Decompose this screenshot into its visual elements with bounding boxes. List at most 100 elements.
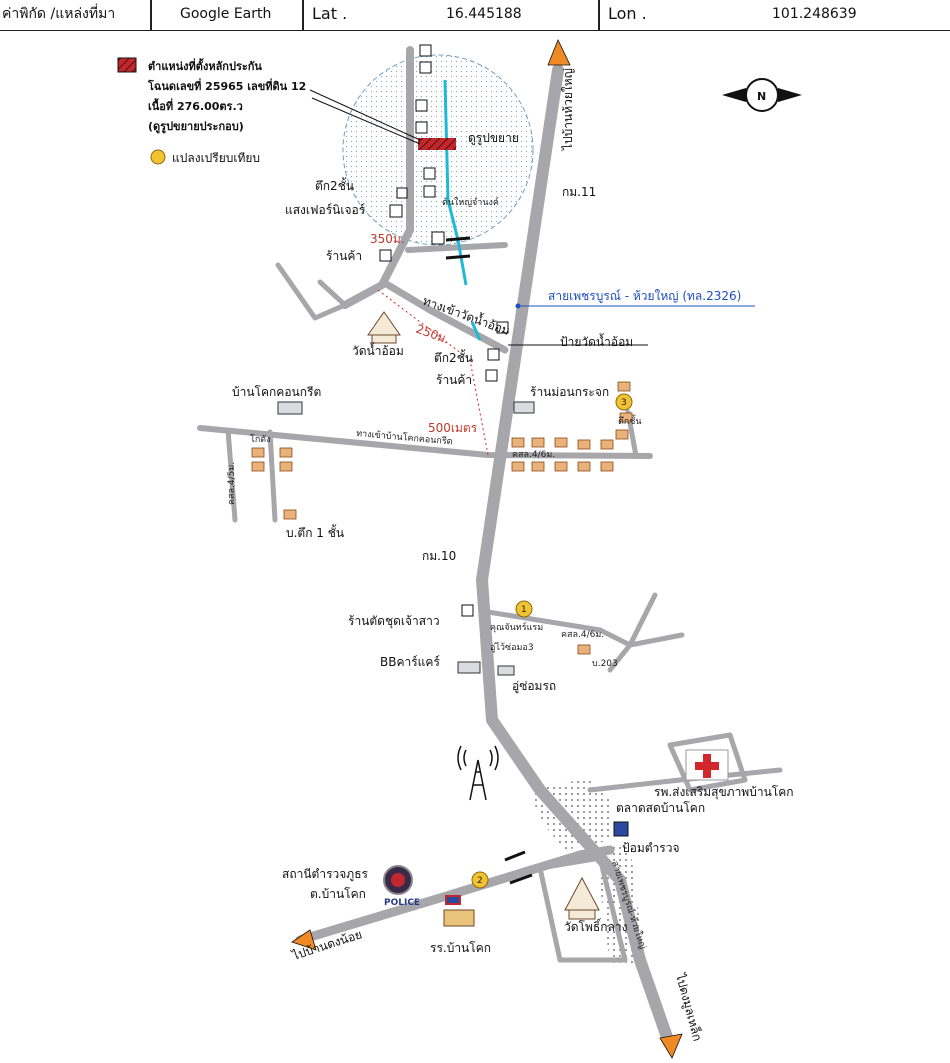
car-repair-label: อู่ซ่อมรถ [512, 679, 556, 694]
bldg-2-label: ตึก2ชั้น [434, 349, 473, 365]
route-label: สายเพชรบูรณ์ - ห้วยใหญ่ (ทล.2326) [548, 289, 741, 304]
red-cross-icon [695, 754, 719, 778]
lane-branch-b [607, 642, 633, 673]
bldg-small-label: ตึกชั้น [618, 414, 642, 427]
khok-storage-label: โกดัง [250, 434, 271, 445]
lane-marker-1 [485, 609, 685, 648]
coord-source-label: ค่าพิกัด /แหล่งที่มา [2, 6, 116, 22]
dist-350-label: 350ม. [370, 232, 405, 246]
legend-marker-swatch [150, 149, 166, 165]
marker-2-label: 2 [477, 876, 483, 886]
bldg-1floor-label: บ.ตึก 1 ชั้น [286, 524, 344, 540]
comparison-markers [471, 393, 633, 889]
header-divider [302, 0, 304, 30]
legend-line-2: โฉนดเลขที่ 25965 เลขที่ดิน 12 [147, 78, 306, 93]
police-word-label: POLICE [384, 898, 420, 908]
bridge-road [405, 242, 508, 253]
hospital-road [587, 767, 783, 793]
km11-label: กม.11 [562, 185, 596, 199]
km10-label: กม.10 [422, 549, 456, 563]
hospital-box [667, 732, 748, 793]
legend-subject-swatch [117, 57, 137, 73]
bridal-shop-label: ร้านตัดชุดเจ้าสาว [348, 614, 440, 629]
road-dong-noi [295, 845, 615, 945]
police-badge-inner [391, 873, 405, 887]
marker-3 [615, 393, 633, 411]
house-icons [251, 381, 633, 655]
distance-line [377, 289, 489, 456]
b203-label: บ.203 [592, 659, 618, 669]
furniture-label: แสงเฟอร์นิเจอร์ [285, 203, 366, 217]
building-2floor-label: ตึก2ชั้น [315, 177, 354, 193]
radio-tower-icon [457, 745, 499, 801]
school-label: รร.บ้านโคก [430, 941, 491, 955]
legend-leader-line [309, 89, 421, 145]
dist-250-label: 250ม. [414, 322, 451, 347]
lon-value: 101.248639 [772, 6, 857, 22]
car-repair-icon [497, 665, 515, 676]
marker-2 [471, 871, 489, 889]
lon-label: Lon . [608, 4, 647, 23]
side-road-a [275, 262, 348, 321]
big-tree-label: ต้นใหญ่จำนงค์ [442, 196, 499, 208]
police-station-label-1: สถานีตำรวจภูธร [282, 867, 369, 882]
glass-shop-icon [513, 401, 535, 414]
arrow-west-icon [291, 929, 317, 951]
temple-nam-om-icon [367, 311, 401, 344]
road-network [197, 46, 783, 1046]
school-icon [443, 909, 475, 927]
car-care-icon [457, 661, 481, 674]
bridge-symbol [504, 850, 533, 885]
zoom-label: ดูรูปขยาย [468, 131, 519, 146]
concrete-shop-icon [277, 401, 303, 415]
arrow-south-icon [659, 1033, 683, 1059]
legend-compare-label: แปลงเปรียบเทียบ [172, 151, 260, 165]
marker-1-label: 1 [521, 605, 527, 615]
compass-icon: N [722, 78, 802, 112]
lane-4-5-label: คสล.4/5ม. [227, 462, 237, 505]
marker-1 [515, 600, 533, 618]
lane-left-1 [225, 427, 238, 523]
car-care-label: BBคาร์แคร์ [380, 655, 440, 669]
side-road-b [317, 279, 348, 308]
lane-branch-a [627, 592, 658, 648]
shop-label: ร้านค้า [326, 249, 362, 263]
temple-loop [537, 855, 628, 963]
temple-nam-om-label: วัดน้ำอ้อม [352, 342, 404, 358]
house-repair-label: อู่ไว้ซ่อมอ3 [490, 642, 534, 653]
ban-khok-road [197, 425, 653, 459]
temple-pho-label: วัดโพธิ์กลาง [564, 918, 627, 934]
header-bar: ค่าพิกัด /แหล่งที่มา Google Earth Lat . … [0, 0, 950, 31]
shop2-label: ร้านค้า [436, 373, 472, 387]
location-map: 1 2 3 N ตำแหน่งที่ตั้งหลักประกัน โฉนดเลข… [117, 39, 802, 1059]
subject-plot [418, 138, 456, 150]
legend-line-1: ตำแหน่งที่ตั้งหลักประกัน [148, 58, 262, 73]
arrow-north-icon [547, 39, 571, 66]
header-divider [150, 0, 152, 30]
house-dry-label: คุณจันทร์แรม [490, 621, 543, 633]
temple-pho-icon [564, 876, 600, 920]
thai-flag-icon [445, 895, 461, 905]
marker-3-label: 3 [621, 398, 627, 408]
bridge-symbol [445, 236, 471, 260]
police-station-label-2: ต.บ้านโคก [310, 887, 366, 901]
legend-line-4: (ดูรูปขยายประกอบ) [148, 120, 244, 134]
header-divider [598, 0, 600, 30]
source-value: Google Earth [180, 6, 272, 22]
route-point [515, 303, 521, 309]
lane-4-6-label: คสล.4/6ม. [512, 450, 555, 460]
compass-n-label: N [757, 90, 766, 103]
to-huai-yai-label: ไปบ้านห้วยใหญ่ [561, 68, 575, 151]
river-lower [470, 321, 482, 341]
market-label: ตลาดสดบ้านโคก [616, 801, 705, 815]
concrete-house-label: บ้านโคกคอนกรีต [232, 385, 321, 399]
to-pak-lek-label: ไปดงมูลเหล็ก [672, 971, 706, 1043]
lane-left-2 [267, 429, 278, 523]
lane-4-6-lower-label: คสล.4/6ม. [561, 630, 604, 640]
police-box-label: ป้อมตำรวจ [622, 841, 679, 855]
police-box-icon [613, 821, 629, 837]
lat-label: Lat . [312, 4, 348, 23]
hospital-label: รพ.ส่งเสริมสุขภาพบ้านโคก [654, 785, 794, 800]
legend-line-3: เนื้อที่ 276.00ตร.ว [148, 98, 243, 113]
sign-temple-label: ป้ายวัดน้ำอ้อม [560, 333, 633, 349]
